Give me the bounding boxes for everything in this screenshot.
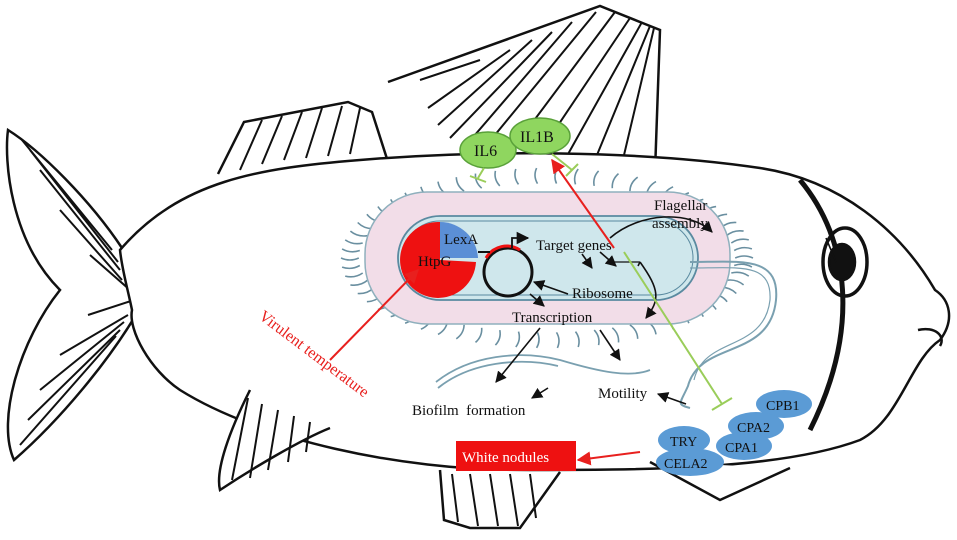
pilus: [593, 329, 600, 346]
dorsal-fin-front: [216, 100, 390, 175]
pilus: [629, 324, 639, 339]
arrow-genome-to-transcription: [529, 293, 545, 307]
eye-pupil: [827, 242, 857, 282]
arrow-enzymes-to-nodules: [576, 451, 641, 466]
pilus: [535, 332, 540, 349]
htpg-label: HtpG: [418, 254, 452, 270]
pilus: [341, 248, 361, 253]
pilus: [341, 264, 361, 270]
lexa-shape: [440, 221, 478, 258]
white-nodules-label: White nodules: [462, 450, 549, 466]
pilus: [629, 176, 639, 192]
dorsal-fin-rear: [387, 4, 662, 173]
bacterium: LexA HtpG Target genes Flagellar assembl…: [340, 167, 837, 409]
pilus: [514, 168, 520, 185]
arrow-right-loop: [639, 261, 657, 319]
pilus: [340, 257, 360, 261]
pilus: [734, 255, 754, 259]
pilus: [474, 173, 483, 189]
arrow-to-motility: [599, 329, 621, 361]
arrow-ribosome-to-genome: [532, 280, 569, 295]
flagellar-label-line1: Flagellar: [654, 198, 707, 214]
lexa-label: LexA: [444, 232, 478, 248]
anal-fin-rays: [451, 473, 537, 527]
genome-circle: [482, 246, 534, 298]
pilus: [515, 331, 521, 348]
transcription-label: Transcription: [512, 310, 593, 326]
il6-inhibition: [469, 167, 487, 183]
tail-fin: [5, 127, 142, 463]
biofilm-strands: [435, 354, 651, 389]
arrow-target-to-right: [599, 251, 617, 267]
inhibition-to-enzymes: [623, 251, 733, 411]
target-genes-label: Target genes: [536, 238, 612, 254]
anal-fin: [438, 469, 562, 530]
pilus: [455, 177, 465, 192]
il1b-node: [509, 117, 571, 155]
dorsal-fin-front-rays: [239, 105, 361, 171]
enzymes: CPB1 CPA2 TRY CPA1 CELA2: [656, 390, 812, 476]
white-nodules-box: [456, 441, 576, 471]
pilus: [344, 239, 363, 245]
arrow-target-to-ribosome: [581, 253, 593, 269]
gill-arc: [798, 178, 846, 432]
ribosome-label: Ribosome: [572, 286, 633, 302]
cytokines: IL6 IL1B: [459, 117, 579, 183]
arrow-to-biofilm: [495, 327, 541, 383]
pilus: [574, 331, 580, 348]
biofilm-label: Biofilm formation: [412, 403, 526, 419]
il1b-label: IL1B: [520, 129, 554, 146]
outcome-arrows: [495, 261, 687, 405]
motility-label: Motility: [598, 386, 648, 402]
pilus: [534, 167, 539, 185]
pilus: [349, 230, 368, 237]
cytoplasm: [397, 215, 699, 301]
arrow-temperature-to-htpg: [329, 268, 419, 361]
pilus: [474, 327, 483, 344]
pilus: [611, 327, 620, 343]
try-node: [658, 426, 710, 454]
arrow-to-biofilm-2: [531, 387, 549, 399]
pilus: [555, 331, 560, 349]
cela2-label: CELA2: [664, 457, 708, 472]
cpb1-label: CPB1: [766, 399, 799, 414]
pilus: [573, 168, 579, 185]
cpa1-label: CPA1: [725, 441, 758, 456]
flagellar-label-line2: assembly: [652, 216, 708, 232]
pilus: [455, 324, 465, 340]
cela2-node: [656, 448, 724, 476]
pilus: [494, 170, 501, 187]
pilus: [730, 238, 749, 244]
tail-rays: [19, 139, 135, 446]
pelvic-fin-rays: [231, 397, 311, 481]
pilus: [350, 279, 369, 286]
eye-outer: [821, 226, 869, 298]
try-label: TRY: [670, 435, 697, 450]
mouth: [917, 327, 943, 347]
pilus: [345, 272, 364, 278]
pilus: [611, 172, 620, 189]
dorsal-fin-rear-rays: [419, 11, 655, 173]
arrow-target-to-il1b: [551, 158, 615, 249]
pilus: [494, 329, 501, 346]
arrow-motility-right: [656, 392, 687, 405]
pilus: [733, 246, 753, 252]
il6-label: IL6: [474, 143, 497, 160]
flagellum: [679, 260, 778, 409]
arrow-target-to-flagellar: [609, 216, 713, 239]
promoter-arrow: [511, 231, 530, 248]
pilus: [731, 271, 750, 277]
htpg-shape: [400, 221, 476, 298]
cpb1-node: [756, 390, 812, 418]
pilus: [733, 263, 753, 268]
pelvic-fin: [217, 389, 331, 493]
cpa1-node: [716, 432, 772, 460]
il6-node: [459, 131, 517, 169]
pilus: [593, 170, 600, 187]
